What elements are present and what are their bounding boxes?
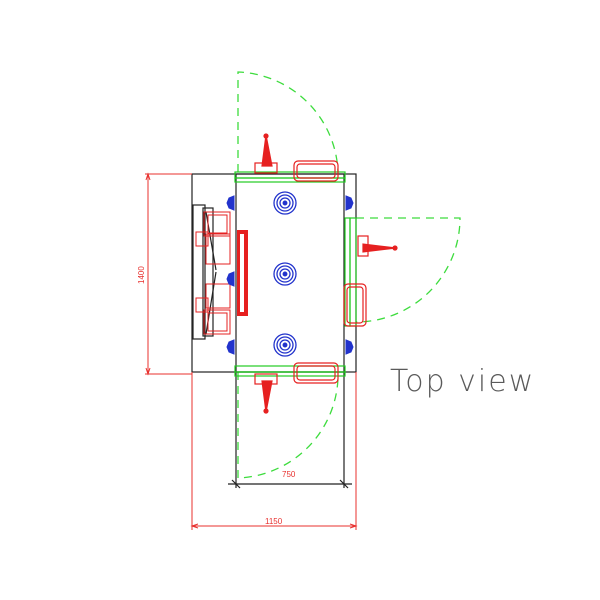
- caster-icon: [273, 333, 297, 357]
- dimension-overall-width-label: 1150: [265, 517, 283, 526]
- door-swing-arcs: [237, 71, 461, 479]
- dimension-height-label: 1400: [137, 266, 146, 284]
- door-frames: [234, 171, 357, 377]
- dimension-clear-width-label: 750: [282, 470, 296, 479]
- center-casters: [273, 191, 297, 357]
- clear-opening-lines: [228, 372, 352, 489]
- caster-icon: [273, 262, 297, 286]
- left-panel-hardware: [195, 211, 231, 335]
- top-door-hardware: [254, 133, 339, 182]
- side-casters: [226, 195, 354, 355]
- right-door-hardware: [343, 235, 398, 327]
- dimension-height: [145, 172, 192, 376]
- bottom-door-hardware: [254, 362, 339, 414]
- view-title: Top view: [390, 364, 536, 399]
- red-bar: [237, 230, 248, 316]
- caster-icon: [273, 191, 297, 215]
- dimension-overall-width: [190, 372, 358, 530]
